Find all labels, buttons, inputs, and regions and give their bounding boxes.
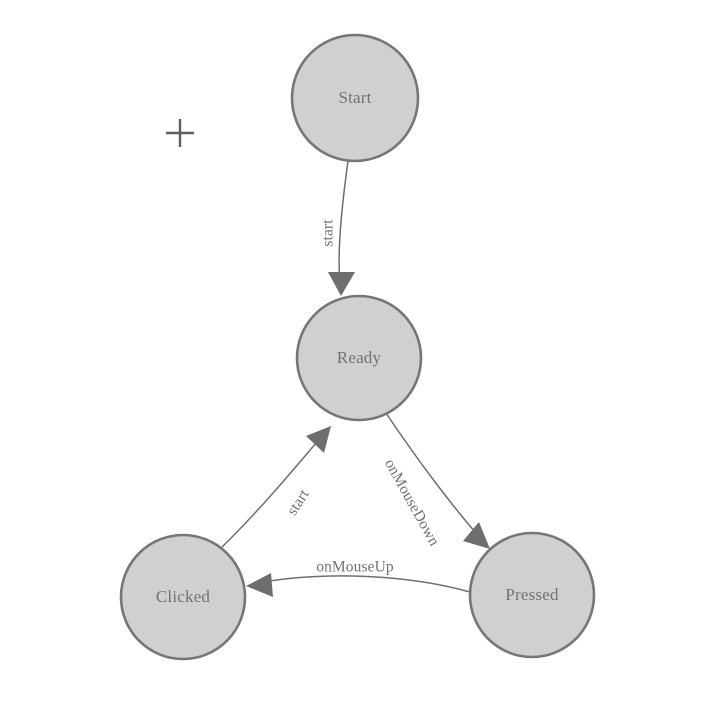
edge-pressed-to-clicked[interactable] bbox=[246, 573, 471, 597]
node-pressed-circle bbox=[468, 531, 596, 659]
arrow-head-ready-top bbox=[328, 272, 355, 296]
edge-ready-to-pressed[interactable] bbox=[385, 412, 490, 549]
node-start-label: Start bbox=[338, 88, 371, 107]
edge-path-ready-to-pressed bbox=[385, 412, 483, 541]
edge-start-to-ready[interactable] bbox=[328, 160, 355, 296]
node-start[interactable]: Start bbox=[290, 33, 420, 163]
edge-path-pressed-to-clicked bbox=[256, 575, 471, 593]
node-clicked[interactable]: Clicked bbox=[119, 533, 247, 661]
arrow-head-clicked-right bbox=[246, 573, 273, 597]
node-pressed-label: Pressed bbox=[505, 585, 559, 604]
edge-label-start-to-ready: start bbox=[320, 219, 337, 247]
edge-label-clicked-to-ready: start bbox=[284, 486, 313, 519]
edge-path-clicked-to-ready bbox=[221, 435, 323, 548]
plus-marker bbox=[166, 119, 194, 147]
node-clicked-label: Clicked bbox=[156, 587, 211, 606]
node-ready-circle bbox=[295, 294, 423, 422]
node-clicked-circle bbox=[119, 533, 247, 661]
edge-clicked-to-ready[interactable] bbox=[221, 426, 331, 548]
node-start-circle bbox=[290, 33, 420, 163]
edge-label-ready-to-pressed: onMouseDown bbox=[381, 456, 443, 549]
node-ready[interactable]: Ready bbox=[295, 294, 423, 422]
node-pressed[interactable]: Pressed bbox=[468, 531, 596, 659]
arrow-head-ready-lowerleft bbox=[306, 426, 331, 453]
arrow-head-pressed-upperleft bbox=[463, 522, 490, 549]
edge-path-start-to-ready bbox=[338, 160, 349, 285]
node-ready-label: Ready bbox=[337, 348, 382, 367]
edge-label-pressed-to-clicked: onMouseUp bbox=[316, 559, 394, 576]
